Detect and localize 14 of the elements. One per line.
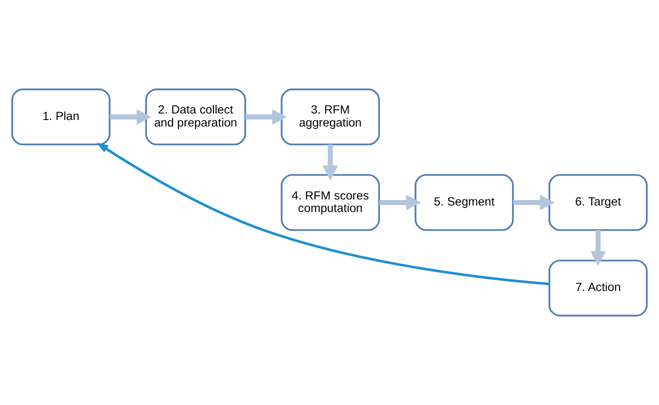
arrow <box>110 109 152 125</box>
arrow <box>96 142 550 286</box>
arrow <box>322 144 338 180</box>
arrow <box>379 194 421 210</box>
node-box: 5. Segment <box>414 174 514 231</box>
node-box: 6. Target <box>548 174 648 231</box>
node-box: 1. Plan <box>11 88 110 146</box>
arrow <box>245 109 288 125</box>
arrow <box>590 230 606 266</box>
node-box: 3. RFM aggregation <box>280 88 380 146</box>
node-box: 7. Action <box>548 260 648 316</box>
arrow <box>513 194 555 210</box>
node-box: 2. Data collect and preparation <box>145 88 246 146</box>
node-box: 4. RFM scores computation <box>280 174 380 231</box>
